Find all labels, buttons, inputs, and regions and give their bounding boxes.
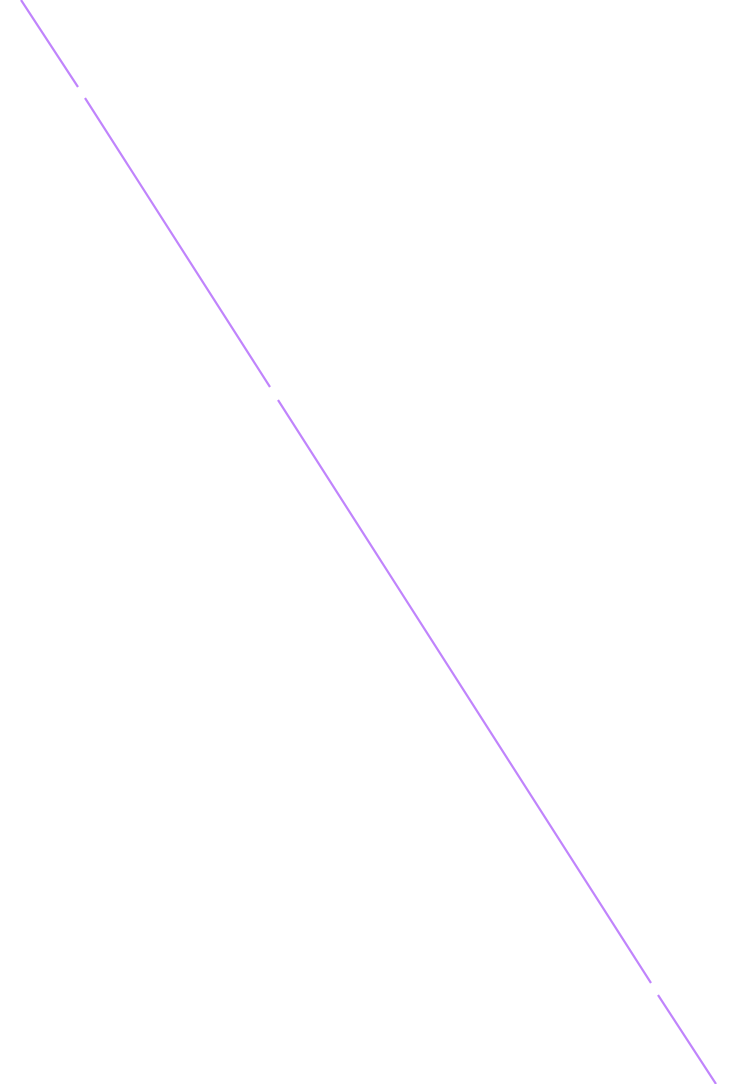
line-segment: [20, 0, 79, 88]
line-segment: [657, 994, 717, 1084]
line-segment: [84, 97, 271, 388]
line-segment: [277, 399, 652, 984]
diagonal-line: [20, 0, 717, 1084]
